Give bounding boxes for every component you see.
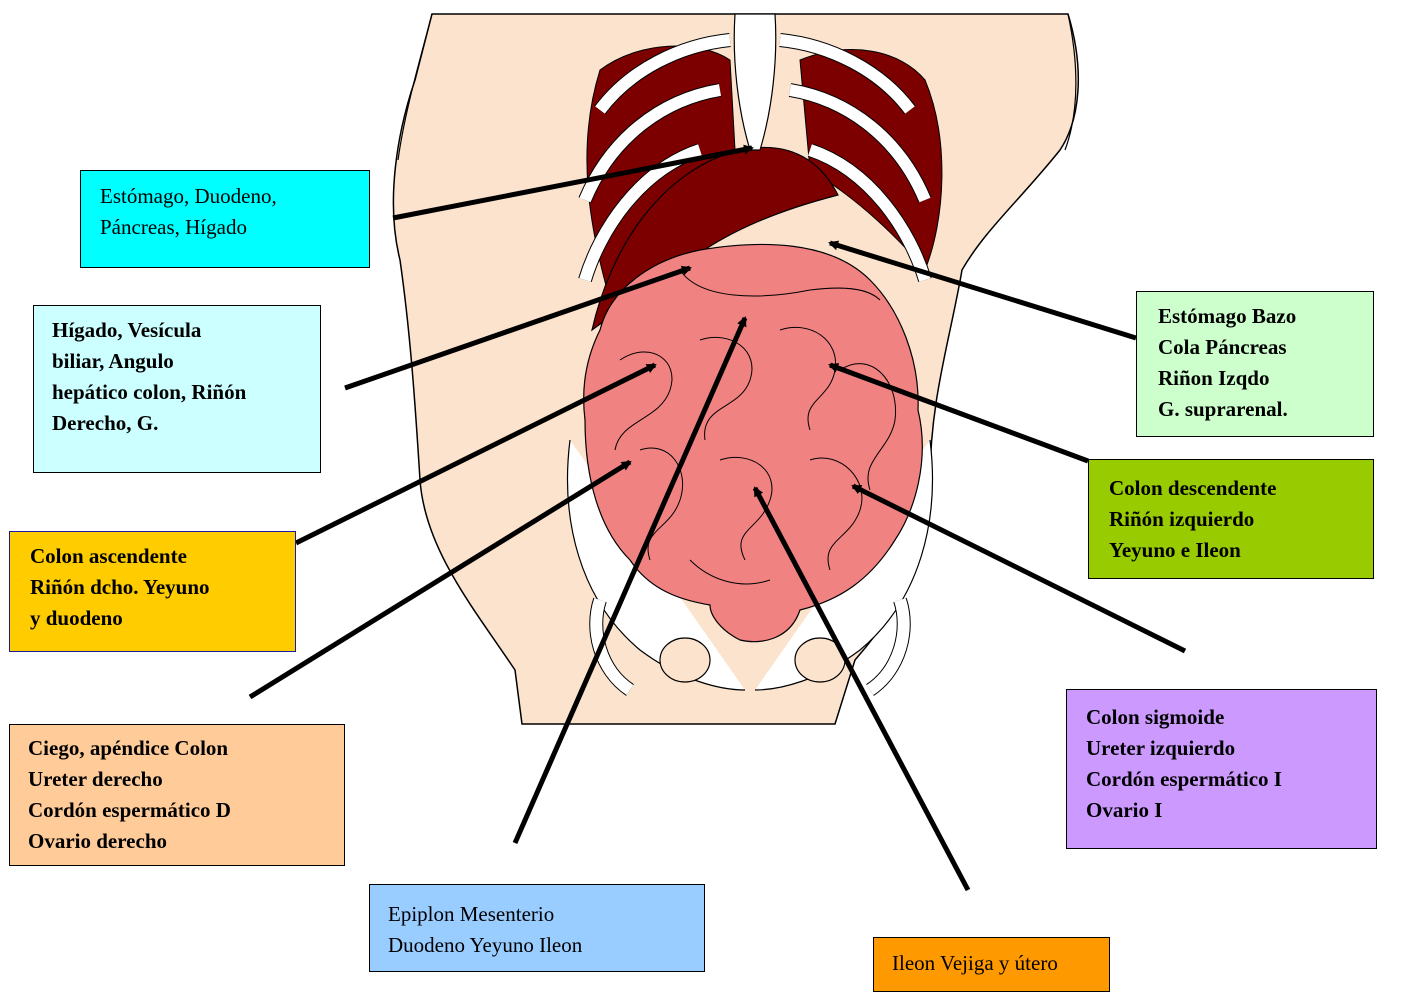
label-line: Riñón izquierdo xyxy=(1109,504,1373,535)
label-line: Ileon Vejiga y útero xyxy=(892,948,1109,979)
label-line: Cordón espermático I xyxy=(1086,764,1376,795)
label-line: Cordón espermático D xyxy=(28,795,344,826)
label-estomago: Estómago, Duodeno,Páncreas, Hígado xyxy=(80,170,370,268)
label-line: biliar, Angulo xyxy=(52,346,320,377)
label-line: Hígado, Vesícula xyxy=(52,315,320,346)
label-line: Ovario derecho xyxy=(28,826,344,857)
label-line: Colon sigmoide xyxy=(1086,702,1376,733)
label-line: Estómago Bazo xyxy=(1158,301,1373,332)
label-line: Páncreas, Hígado xyxy=(100,212,369,243)
label-line: Riñón dcho. Yeyuno xyxy=(30,572,295,603)
label-line: Cola Páncreas xyxy=(1158,332,1373,363)
label-line: Ureter derecho xyxy=(28,764,344,795)
label-line: Ciego, apéndice Colon xyxy=(28,733,344,764)
label-line: Riñon Izqdo xyxy=(1158,363,1373,394)
label-ileon: Ileon Vejiga y útero xyxy=(873,937,1110,992)
label-line: Colon ascendente xyxy=(30,541,295,572)
label-line: hepático colon, Riñón xyxy=(52,377,320,408)
label-line: Ureter izquierdo xyxy=(1086,733,1376,764)
label-line: Derecho, G. xyxy=(52,408,320,439)
label-line: Estómago, Duodeno, xyxy=(100,181,369,212)
label-line: Epiplon Mesenterio xyxy=(388,899,704,930)
label-line: Colon descendente xyxy=(1109,473,1373,504)
label-line: G. suprarenal. xyxy=(1158,394,1373,425)
label-line: y duodeno xyxy=(30,603,295,634)
label-line: Duodeno Yeyuno Ileon xyxy=(388,930,704,961)
label-line: Ovario I xyxy=(1086,795,1376,826)
label-line: Yeyuno e Ileon xyxy=(1109,535,1373,566)
